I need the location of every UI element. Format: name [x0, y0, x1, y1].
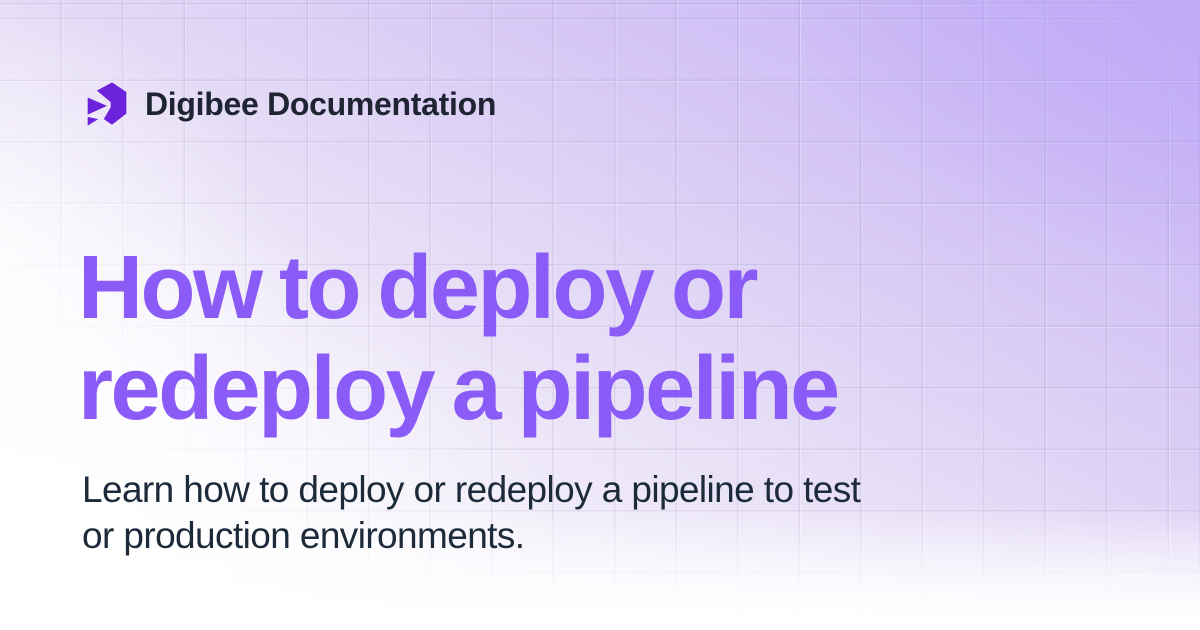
digibee-logo-icon [84, 81, 130, 127]
brand: Digibee Documentation [84, 81, 496, 127]
page-title: How to deploy or redeploy a pipeline [78, 238, 840, 439]
page-subtitle: Learn how to deploy or redeploy a pipeli… [82, 469, 861, 556]
brand-name: Digibee Documentation [145, 85, 497, 122]
